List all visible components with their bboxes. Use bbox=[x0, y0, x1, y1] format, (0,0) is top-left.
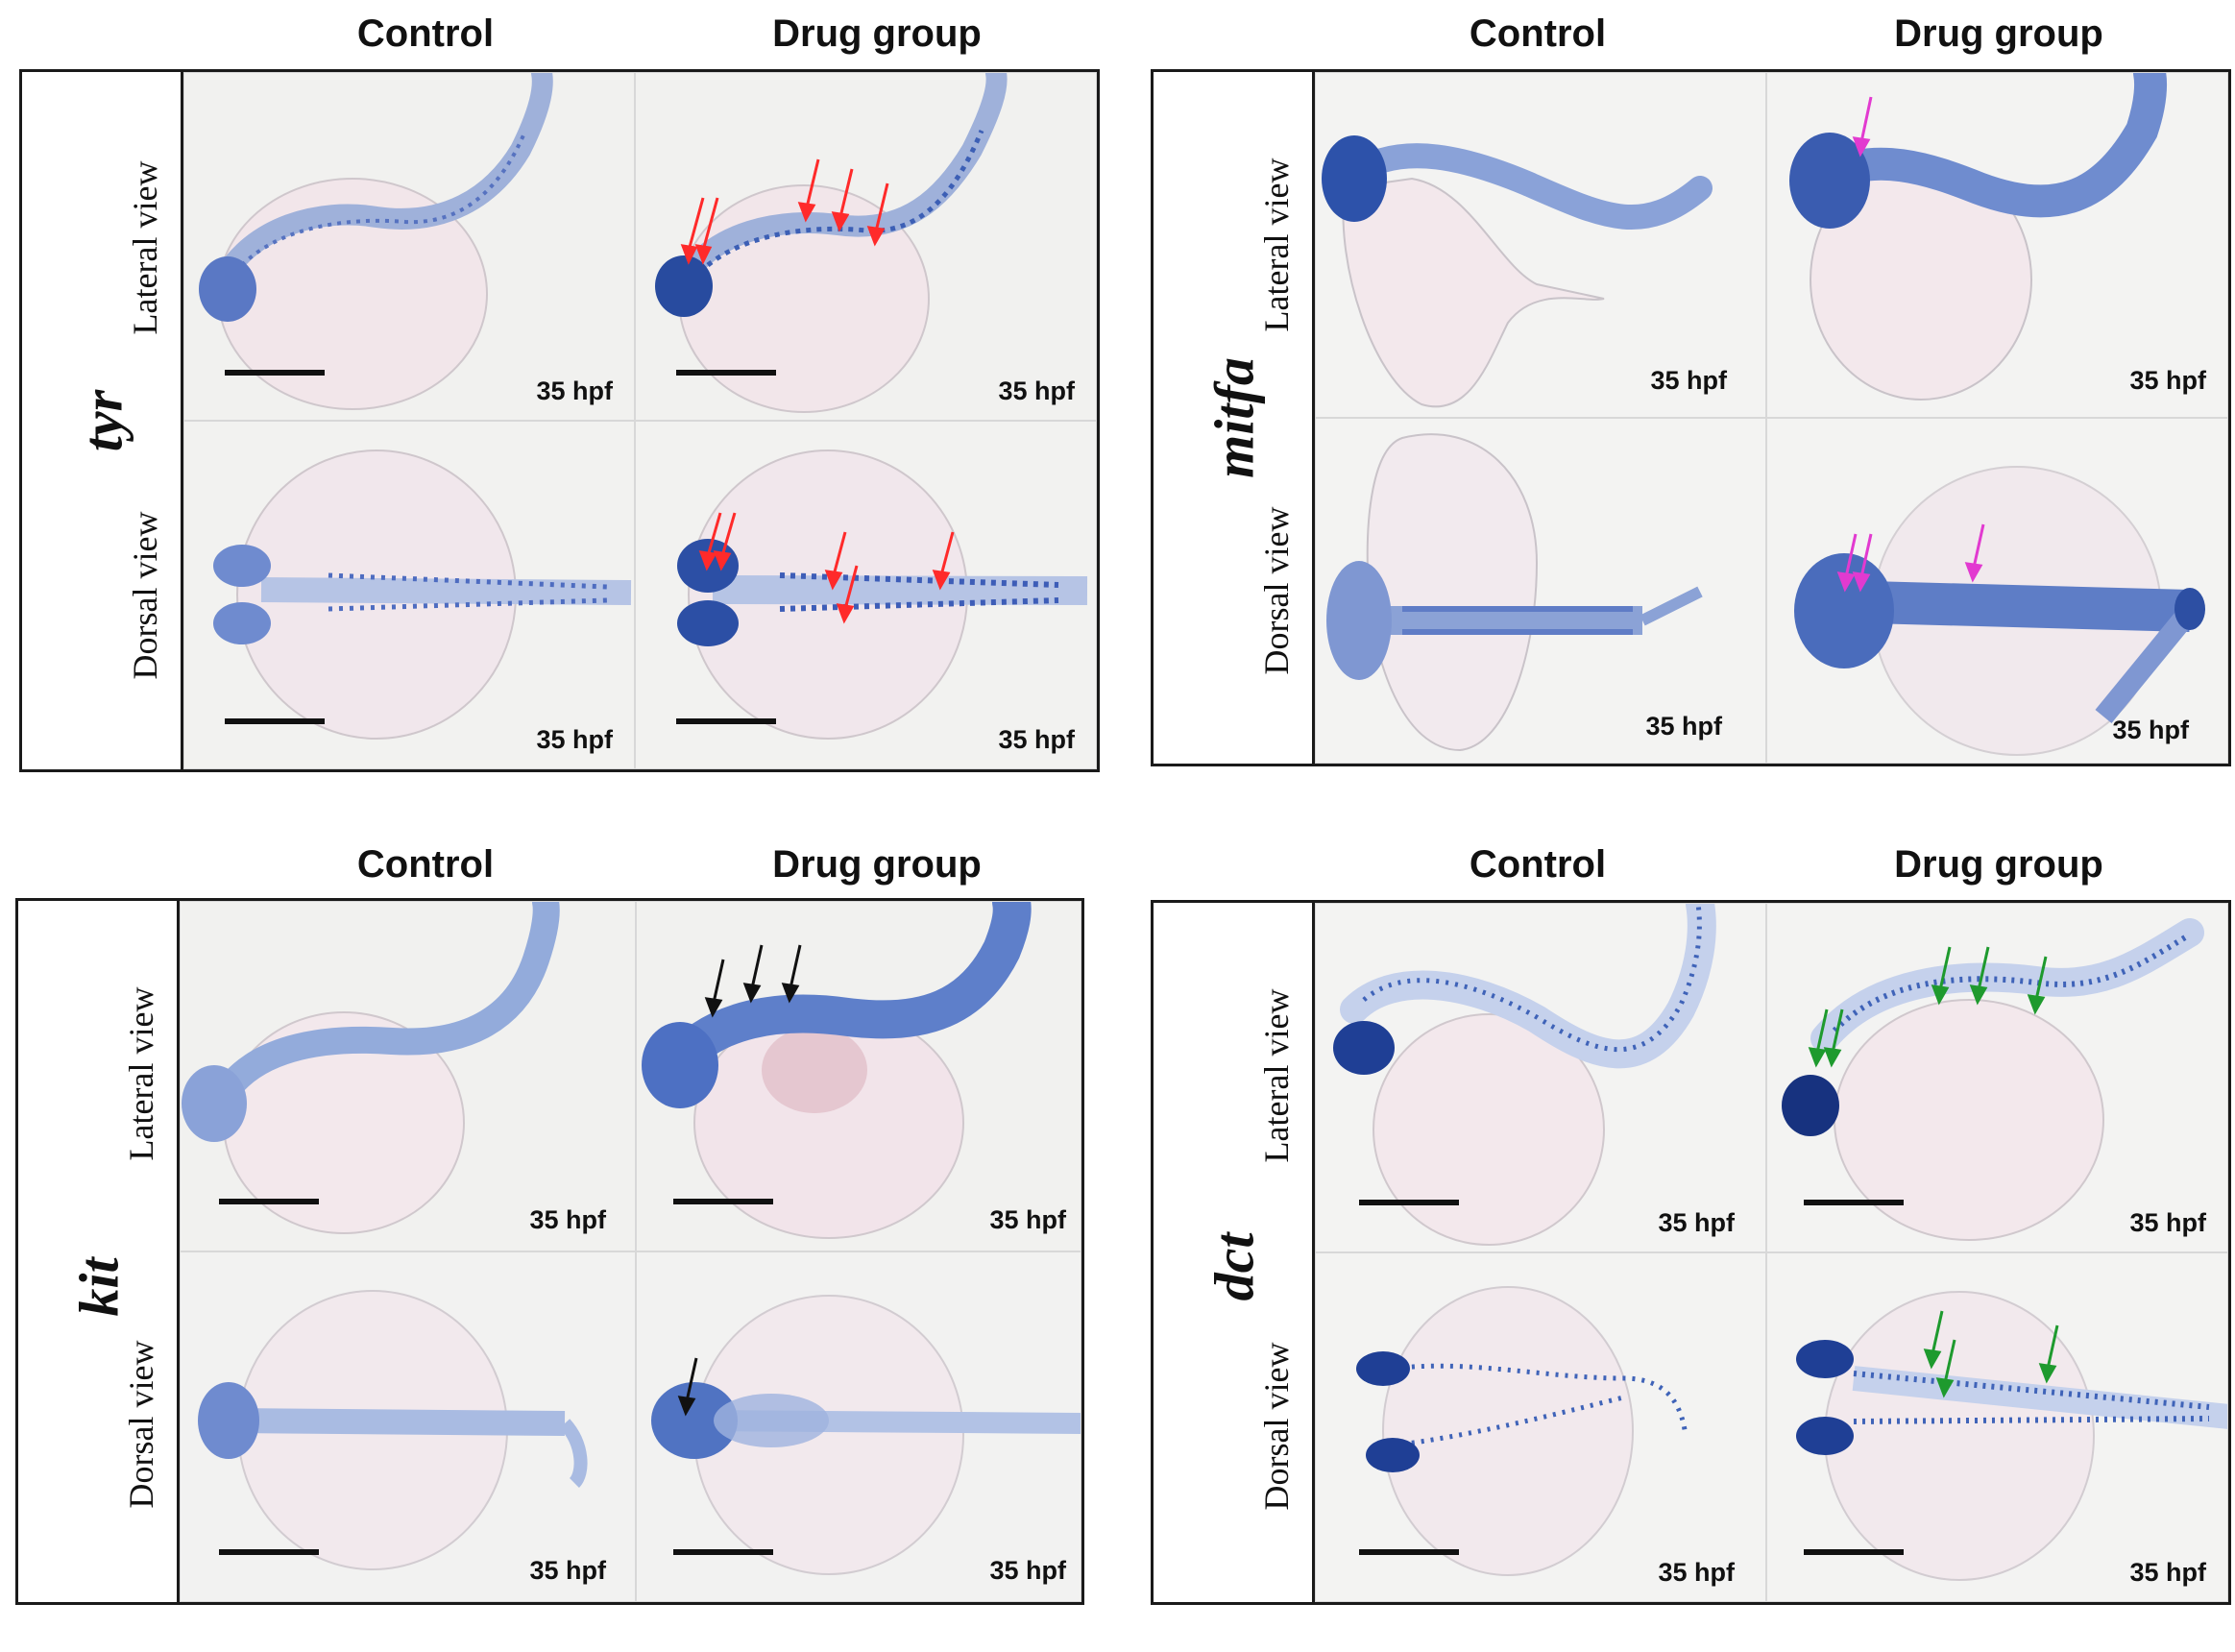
dct-label-column: dct bbox=[1154, 903, 1315, 1602]
view-label-lateral: Lateral view bbox=[1257, 988, 1296, 1163]
stage-label: 35 hpf bbox=[529, 1205, 606, 1234]
stage-label: 35 hpf bbox=[1658, 1208, 1735, 1237]
embryo-image-drug-lateral: 35 hpf bbox=[1766, 903, 2228, 1252]
view-label-dorsal: Dorsal view bbox=[1257, 506, 1296, 675]
embryo-image-control-lateral: 35 hpf bbox=[1315, 72, 1766, 418]
stage-label: 35 hpf bbox=[536, 377, 613, 405]
view-label-lateral: Lateral view bbox=[1257, 158, 1296, 332]
view-label-lateral: Lateral view bbox=[126, 160, 164, 335]
scale-bar bbox=[219, 1549, 319, 1555]
stage-label: 35 hpf bbox=[1658, 1558, 1735, 1587]
stage-label: 35 hpf bbox=[536, 725, 613, 754]
stage-label: 35 hpf bbox=[989, 1556, 1066, 1585]
embryo-image-drug-lateral: 35 hpf bbox=[636, 901, 1081, 1251]
tyr-frame: tyr Lateral view Dorsal view 35 hpf bbox=[19, 69, 1100, 772]
scale-bar bbox=[1359, 1200, 1459, 1205]
column-header-control: Control bbox=[1469, 843, 1607, 886]
embryo-image-drug-lateral: 35 hpf bbox=[1766, 72, 2228, 418]
view-label-dorsal: Dorsal view bbox=[126, 511, 164, 680]
arrow-group bbox=[698, 512, 955, 624]
arrow-group bbox=[1852, 96, 1873, 158]
stage-label: 35 hpf bbox=[989, 1205, 1066, 1234]
stage-label: 35 hpf bbox=[2112, 716, 2189, 744]
gene-label-tyr: tyr bbox=[71, 389, 134, 452]
kit-label-column: kit bbox=[18, 901, 180, 1602]
tyr-label-column: tyr bbox=[22, 72, 183, 769]
mitfa-frame: mitfa Lateral view Dorsal view 35 hpf bbox=[1151, 69, 2231, 766]
arrow-group bbox=[1808, 946, 2048, 1068]
arrow-group bbox=[680, 158, 889, 265]
stage-label: 35 hpf bbox=[1650, 366, 1727, 395]
tyr-block: Control Drug group tyr Lateral view Dors… bbox=[19, 0, 1105, 821]
embryo-image-control-lateral: 35 hpf bbox=[180, 901, 636, 1251]
column-header-control: Control bbox=[1469, 12, 1607, 55]
stage-label: 35 hpf bbox=[998, 725, 1075, 754]
dct-frame: dct Lateral view Dorsal view 35 hpf bbox=[1151, 900, 2231, 1605]
view-label-dorsal: Dorsal view bbox=[122, 1340, 160, 1509]
embryo-image-drug-dorsal: 35 hpf bbox=[636, 1251, 1081, 1602]
arrow-group bbox=[1836, 523, 1985, 593]
embryo-image-drug-dorsal: 35 hpf bbox=[1766, 1252, 2228, 1602]
scale-bar bbox=[225, 370, 325, 376]
view-label-dorsal: Dorsal view bbox=[1257, 1342, 1296, 1511]
stage-label: 35 hpf bbox=[1645, 712, 1722, 741]
scale-bar bbox=[219, 1199, 319, 1204]
gene-label-dct: dct bbox=[1203, 1232, 1266, 1300]
embryo-image-drug-dorsal: 35 hpf bbox=[635, 421, 1097, 769]
scale-bar bbox=[1804, 1549, 1904, 1555]
mitfa-label-column: mitfa bbox=[1154, 72, 1315, 764]
gene-label-mitfa: mitfa bbox=[1203, 357, 1266, 478]
column-header-control: Control bbox=[356, 12, 495, 55]
view-label-lateral: Lateral view bbox=[122, 986, 160, 1161]
scale-bar bbox=[673, 1199, 773, 1204]
embryo-image-drug-lateral: 35 hpf bbox=[635, 72, 1097, 421]
kit-block: Control Drug group kit Lateral view Dors… bbox=[15, 831, 1101, 1652]
embryo-image-control-dorsal: 35 hpf bbox=[183, 421, 635, 769]
kit-frame: kit Lateral view Dorsal view 35 hpf bbox=[15, 898, 1084, 1605]
stage-label: 35 hpf bbox=[998, 377, 1075, 405]
arrow-group bbox=[677, 1357, 698, 1417]
gene-label-kit: kit bbox=[67, 1256, 131, 1317]
scale-bar bbox=[1804, 1200, 1904, 1205]
scale-bar bbox=[225, 718, 325, 724]
embryo-image-control-dorsal: 35 hpf bbox=[180, 1251, 636, 1602]
column-header-drug: Drug group bbox=[1894, 843, 2103, 886]
embryo-image-control-lateral: 35 hpf bbox=[1315, 903, 1766, 1252]
scale-bar bbox=[676, 370, 776, 376]
embryo-image-control-dorsal: 35 hpf bbox=[1315, 418, 1766, 764]
embryo-image-drug-dorsal: 35 hpf bbox=[1766, 418, 2228, 764]
stage-label: 35 hpf bbox=[2129, 366, 2206, 395]
embryo-image-control-lateral: 35 hpf bbox=[183, 72, 635, 421]
column-header-drug: Drug group bbox=[772, 12, 982, 55]
embryo-image-control-dorsal: 35 hpf bbox=[1315, 1252, 1766, 1602]
column-header-drug: Drug group bbox=[772, 843, 982, 886]
column-header-drug: Drug group bbox=[1894, 12, 2103, 55]
scale-bar bbox=[1359, 1549, 1459, 1555]
arrow-group bbox=[704, 944, 802, 1018]
scale-bar bbox=[673, 1549, 773, 1555]
stage-label: 35 hpf bbox=[2129, 1558, 2206, 1587]
scale-bar bbox=[676, 718, 776, 724]
dct-block: Control Drug group dct Lateral view Dors… bbox=[1151, 831, 2235, 1652]
stage-label: 35 hpf bbox=[2129, 1208, 2206, 1237]
arrow-group bbox=[1923, 1310, 2059, 1398]
column-header-control: Control bbox=[356, 843, 495, 886]
stage-label: 35 hpf bbox=[529, 1556, 606, 1585]
mitfa-block: Control Drug group mitfa Lateral view Do… bbox=[1151, 0, 2235, 821]
